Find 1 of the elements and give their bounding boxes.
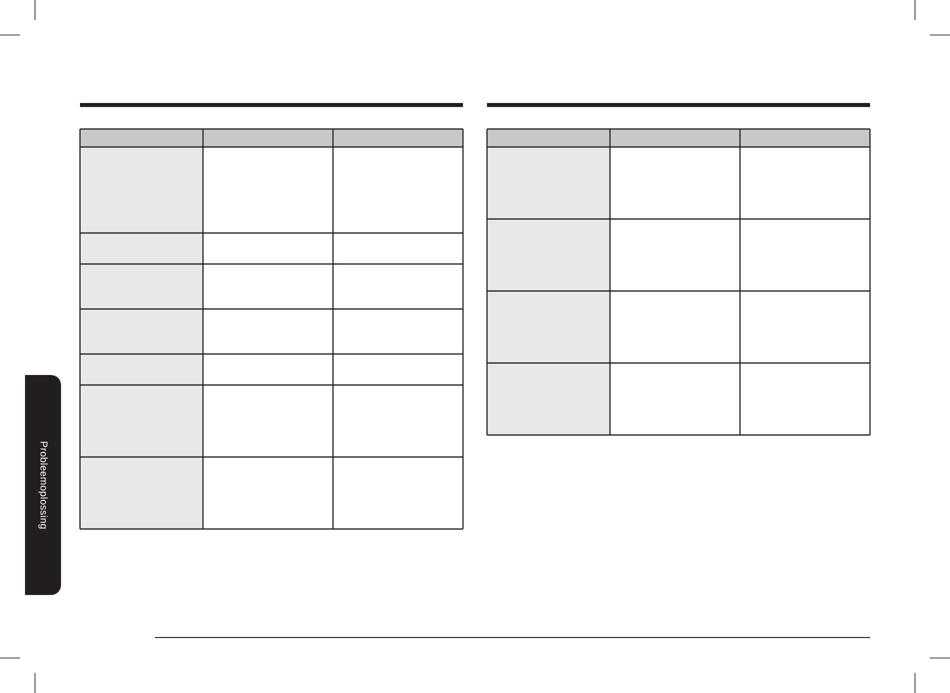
tab-label: Probleemoplossing bbox=[38, 440, 48, 530]
